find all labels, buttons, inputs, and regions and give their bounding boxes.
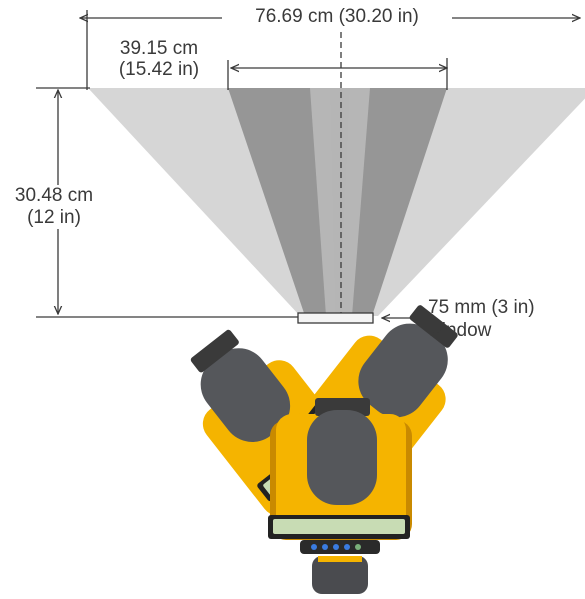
- inner-width-label: 39.15 cm (15.42 in): [100, 38, 218, 80]
- inner-width-metric: 39.15 cm: [119, 38, 199, 59]
- window-rect: [297, 312, 374, 324]
- window-word: window: [428, 320, 492, 341]
- window-size: 75 mm (3 in): [428, 297, 535, 318]
- device-center: [268, 398, 412, 594]
- beam-center: [310, 88, 370, 316]
- height-label: 30.48 cm (12 in): [2, 185, 106, 229]
- window-label: 75 mm (3 in) window: [428, 296, 535, 342]
- height-imperial: (12 in): [27, 207, 81, 228]
- beam-group: [88, 88, 585, 316]
- inner-width-imperial: (15.42 in): [118, 59, 200, 80]
- total-width-metric: 76.69 cm: [255, 6, 334, 27]
- total-width-imperial: (30.20 in): [338, 6, 419, 27]
- height-metric: 30.48 cm: [14, 185, 94, 206]
- total-width-label: 76.69 cm (30.20 in): [222, 6, 452, 28]
